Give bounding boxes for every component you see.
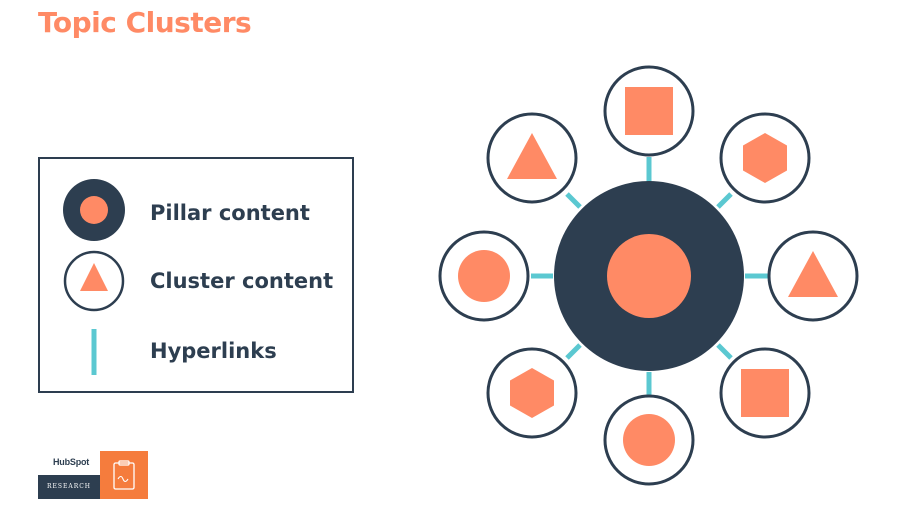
- logo-sub-band: RESEARCH: [38, 475, 100, 499]
- page-title: Topic Clusters: [38, 6, 252, 39]
- legend-label-hyperlinks: Hyperlinks: [150, 339, 277, 363]
- legend-label-cluster: Cluster content: [150, 269, 334, 293]
- cluster-node-bottom-left: [486, 347, 578, 439]
- cluster-triangle-icon: [63, 250, 125, 312]
- hyperlink-bottom-left: [565, 343, 582, 360]
- hexagon-icon: [743, 133, 787, 183]
- square-icon: [741, 369, 789, 417]
- triangle-icon: [788, 251, 838, 297]
- hubspot-research-logo: HubSpot RESEARCH: [38, 451, 148, 499]
- hyperlink-bottom-right: [716, 343, 733, 360]
- cluster-node-top-right: [719, 112, 811, 204]
- logo-brand: HubSpot: [53, 457, 90, 467]
- hyperlink-top-right: [716, 192, 733, 209]
- square-icon: [625, 87, 673, 135]
- legend-label-pillar: Pillar content: [150, 201, 310, 225]
- logo-square: [100, 451, 148, 499]
- circle-icon: [458, 250, 510, 302]
- logo-research-label: RESEARCH: [46, 483, 92, 490]
- cluster-node-right: [767, 230, 859, 322]
- circle-icon: [623, 414, 675, 466]
- clipboard-icon: [113, 460, 135, 490]
- cluster-node-bottom-right: [719, 347, 811, 439]
- hyperlink-top-left: [565, 192, 582, 209]
- pillar-node: [554, 181, 744, 371]
- pillar-center-circle: [607, 234, 691, 318]
- hexagon-icon: [510, 368, 554, 418]
- pillar-circle-icon: [63, 179, 125, 241]
- cluster-node-top: [603, 65, 695, 157]
- cluster-node-bottom: [603, 394, 695, 486]
- logo-top: HubSpot: [38, 451, 100, 475]
- triangle-icon: [507, 133, 557, 179]
- hyperlink-line-icon: [91, 329, 97, 375]
- cluster-node-top-left: [486, 112, 578, 204]
- legend-box: Pillar content Cluster content Hyperlink…: [38, 157, 354, 393]
- cluster-node-left: [438, 230, 530, 322]
- hyperlink-lines: [531, 157, 768, 395]
